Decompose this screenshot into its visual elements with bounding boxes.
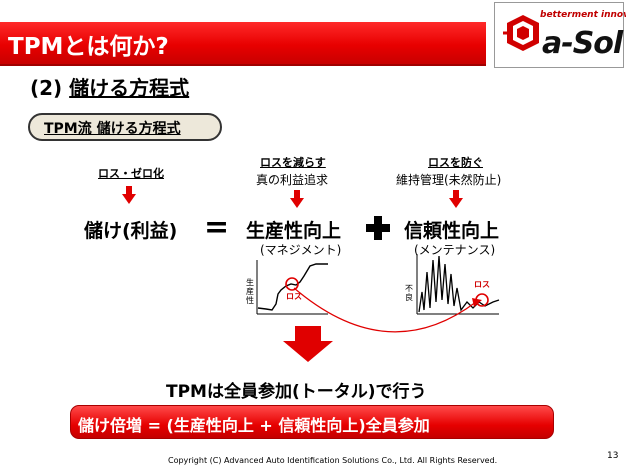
reliability-loss-label: ロス [474,280,490,289]
middle-arrow-icon [290,190,304,208]
right-arrow-icon [449,190,463,208]
equals-sign: = [204,210,230,245]
reliability-axis-label: 不良 [405,284,413,302]
middle-cause-detail: 真の利益追求 [256,173,329,187]
title-bar [0,22,486,66]
formula-text: 儲け倍増 = (生産性向上 + 信頼性向上)全員参加 [78,416,430,435]
productivity-loss-marker [285,277,299,291]
copyright: Copyright (C) Advanced Auto Identificati… [168,456,498,465]
plus-icon [366,216,390,240]
productivity-loss-label: ロス [286,292,302,301]
section-heading-text: 儲ける方程式 [69,76,190,100]
right-cause-detail: 維持管理(未然防止) [396,173,502,187]
loss-connector-arrowhead-icon [472,298,482,307]
loss-connector [293,287,482,333]
conclusion-text: TPMは全員参加(トータル)で行う [166,382,427,402]
formula-banner [70,405,554,439]
logo-tagline: betterment innovator [540,10,626,20]
profit-term: 儲け(利益) [84,220,178,242]
section-heading: (2) 儲ける方程式 [30,72,189,101]
productivity-chart [256,260,328,315]
equation-badge [28,113,222,141]
productivity-note: (マネジメント) [260,243,342,257]
middle-cause: ロスを減らす [260,156,326,169]
logo-name: a-Sol [542,26,623,61]
slide-title: TPMとは何か? [8,34,169,60]
equation-badge-label: TPM流 儲ける方程式 [44,121,181,137]
company-logo [494,2,624,68]
productivity-axis-label: 生産性 [246,278,254,305]
big-down-arrow-icon [283,326,333,362]
section-number: (2) [30,76,63,100]
loss-connector-curve [293,287,477,333]
reliability-note: (メンテナンス) [414,243,496,257]
left-cause: ロス・ゼロ化 [98,167,164,180]
page-number: 13 [607,451,619,461]
reliability-term: 信頼性向上 [404,220,500,242]
right-cause: ロスを防ぐ [428,156,483,169]
productivity-curve [257,263,328,311]
left-arrow-icon [122,186,136,204]
productivity-term: 生産性向上 [246,220,342,242]
logo-mark-icon [503,15,539,51]
